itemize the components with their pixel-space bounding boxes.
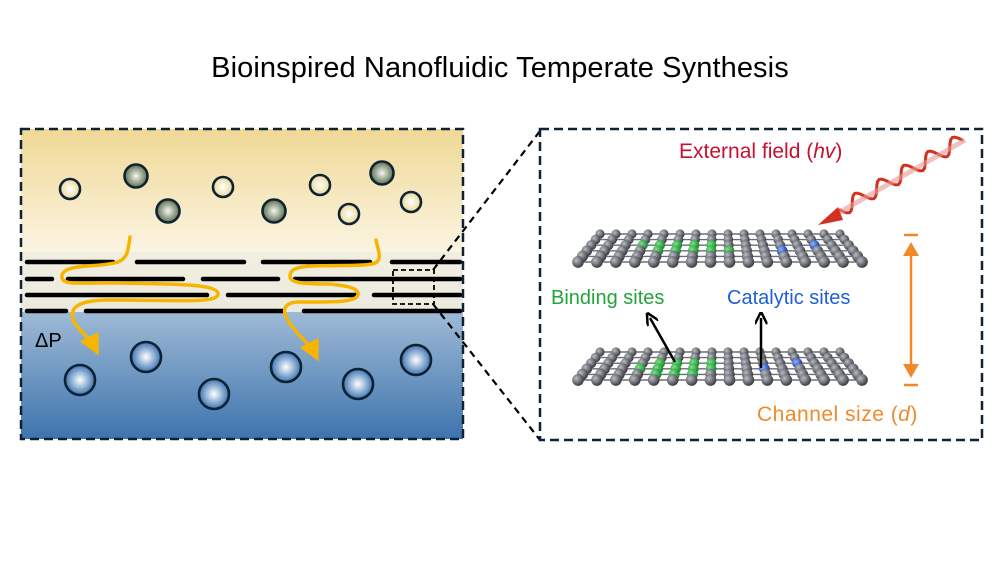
carbon-atom (780, 374, 793, 386)
carbon-atom (818, 374, 830, 386)
laminar-membrane (21, 256, 466, 317)
carbon-atom (799, 256, 812, 268)
carbon-atom (704, 256, 717, 268)
pressure-label: ΔP (35, 330, 62, 352)
carbon-atom (647, 374, 660, 386)
left-panel (19, 127, 466, 441)
dark-particle (261, 198, 287, 224)
external-field-label: External field (hv) (679, 140, 842, 164)
carbon-atom (666, 374, 679, 386)
product-particle (269, 350, 303, 384)
catalytic-sites-label: Catalytic sites (727, 287, 851, 309)
binding-sites-pointer (650, 318, 677, 363)
zoom-line-bottom (432, 303, 541, 441)
channel-size-label: Channel size (d) (757, 403, 918, 427)
carbon-atom (666, 256, 679, 268)
carbon-atom (628, 256, 641, 268)
zoom-line-top (432, 130, 541, 271)
carbon-atom (780, 256, 793, 268)
photon-shadow (833, 137, 967, 218)
external-field-arrowhead (818, 207, 843, 225)
product-particles (63, 340, 433, 411)
channel-size-arrow-up (903, 242, 919, 256)
carbon-atom (799, 374, 812, 386)
right-panel-border (538, 127, 984, 442)
product-particle (63, 363, 97, 397)
carbon-atom (742, 256, 755, 268)
channel-size-arrow-down (903, 364, 919, 378)
carbon-atom (591, 256, 603, 268)
large-reactant-particles (123, 160, 395, 224)
carbon-atom (591, 374, 603, 386)
product-particle (129, 340, 163, 374)
small-particle (399, 190, 423, 214)
carbon-atom (856, 256, 868, 268)
dark-particle (123, 163, 149, 189)
product-particle (399, 343, 433, 377)
product-particle (197, 377, 231, 411)
figure-title: Bioinspired Nanofluidic Temperate Synthe… (211, 52, 789, 84)
left-panel-border (19, 127, 465, 441)
carbon-atom (761, 374, 774, 386)
carbon-atom (761, 256, 774, 268)
external-field-symbol: hv (813, 140, 836, 163)
small-particle (308, 173, 332, 197)
top-2d-sheet (572, 229, 868, 268)
flow-path-right (283, 238, 381, 362)
carbon-atom (685, 256, 698, 268)
carbon-atom (610, 374, 622, 386)
carbon-atom (837, 374, 849, 386)
carbon-atom (837, 256, 849, 268)
carbon-atom (818, 256, 830, 268)
carbon-atom (572, 374, 584, 386)
carbon-atom (572, 256, 584, 268)
small-reactant-particles (58, 173, 423, 226)
channel-size-close: ) (910, 403, 918, 426)
dark-particle (155, 198, 181, 224)
small-particle (211, 175, 235, 199)
flow-path-left (60, 235, 220, 356)
carbon-atom (856, 374, 868, 386)
carbon-atom (704, 374, 717, 386)
bottom-2d-sheet (572, 347, 868, 386)
small-particle (337, 202, 361, 226)
feed-reservoir (21, 129, 463, 252)
carbon-atom (742, 374, 755, 386)
binding-sites-label: Binding sites (551, 287, 665, 309)
carbon-atom (723, 374, 736, 386)
carbon-atom (610, 256, 622, 268)
channel-size-text: Channel size ( (757, 403, 899, 426)
carbon-atom (628, 374, 641, 386)
carbon-atom (647, 256, 660, 268)
carbon-atom (685, 374, 698, 386)
external-field-close: ) (835, 140, 843, 163)
dark-particle (369, 160, 395, 186)
right-panel (538, 127, 984, 442)
external-field-text: External field ( (679, 140, 814, 163)
small-particle (58, 177, 82, 201)
zoom-region-box (392, 269, 435, 305)
product-particle (341, 367, 375, 401)
carbon-atom (723, 256, 736, 268)
channel-size-symbol: d (898, 403, 911, 426)
